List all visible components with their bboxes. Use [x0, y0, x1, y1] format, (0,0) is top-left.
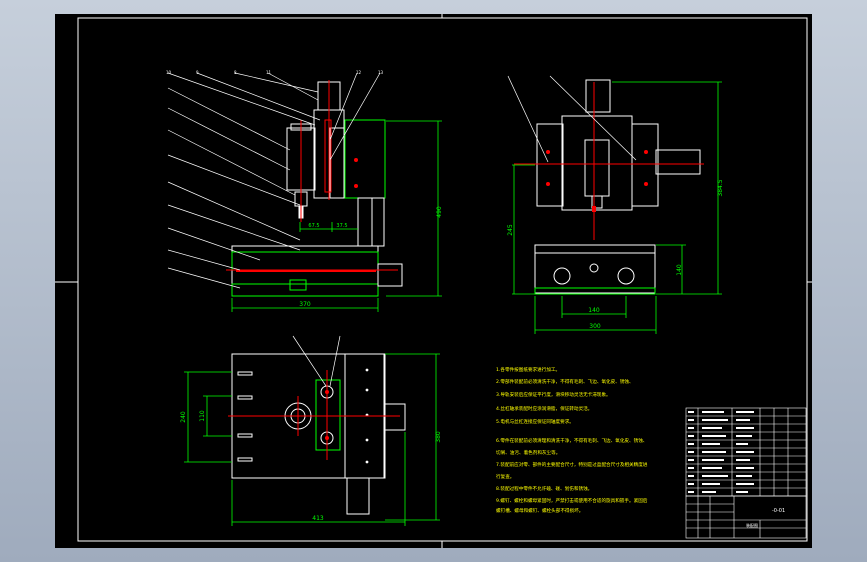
top-view-red-fills	[325, 390, 329, 440]
front-view-balloons: 10 9 8 11 12 13	[166, 70, 384, 75]
side-dim-inner-width: 140	[588, 307, 600, 314]
front-dim-height: 490	[436, 206, 443, 218]
technical-notes: 1.各零件按图纸要求进行加工。 2.零部件装配前必须清洗干净，不得有毛刺、飞边、…	[496, 366, 648, 514]
note-line-2: 2.零部件装配前必须清洗干净，不得有毛刺、飞边、氧化皮、锈蚀、	[496, 378, 634, 385]
svg-text:10: 10	[166, 70, 172, 75]
side-base-foot	[534, 287, 656, 295]
drawing-sheet	[55, 14, 812, 548]
title-block-drawing-number: -0-01	[772, 508, 785, 514]
title-block	[685, 495, 807, 539]
side-upright-right	[631, 123, 659, 207]
front-x-motor	[377, 263, 403, 287]
side-y-motor	[655, 149, 701, 175]
top-dim-left-height: 240	[180, 411, 187, 423]
top-carriage	[315, 379, 341, 451]
side-bearing-right	[617, 267, 635, 285]
svg-text:8: 8	[234, 70, 237, 75]
svg-text:9: 9	[196, 70, 199, 75]
top-slot-1	[237, 371, 253, 376]
parts-list-table	[685, 407, 807, 497]
top-dim-right-height: 380	[435, 431, 442, 443]
top-slot-3	[237, 433, 253, 438]
top-dim-width: 413	[312, 515, 324, 522]
side-bearing-left	[553, 267, 571, 285]
front-dim-width: 370	[299, 301, 311, 308]
side-view-leaders	[507, 75, 637, 163]
front-view-leaders	[167, 72, 381, 289]
note-line-3: 3.导轨安装后应保证平行度，滑块移动灵活无卡滞现象。	[496, 391, 611, 398]
side-dim-base-height: 140	[676, 264, 683, 276]
side-view-red-fills	[546, 150, 648, 212]
note-line-12: 螺钉槽、螺母和螺钉、螺栓头部不得损坏。	[496, 507, 583, 514]
note-line-8: 7.装配前应对零、部件的主要配合尺寸，特别是过盈配合尺寸及相关精度进	[496, 461, 648, 468]
note-line-7: 切屑、油污、着色剂和灰尘等。	[496, 449, 560, 456]
top-view-centerlines	[228, 370, 400, 460]
side-z-motor	[585, 79, 611, 113]
side-view	[534, 79, 701, 295]
note-line-9: 行复查。	[496, 473, 514, 480]
svg-text:12: 12	[356, 70, 362, 75]
top-view-dimensions	[184, 353, 440, 526]
top-view-leaders	[292, 335, 341, 387]
note-line-6: 6.零件在装配前必须清理和清洗干净，不得有毛刺、飞边、氧化皮、锈蚀、	[496, 437, 647, 444]
side-spindle-nose	[591, 195, 603, 209]
front-view	[231, 81, 403, 297]
top-slot-2	[237, 395, 253, 400]
top-view-bolt-holes	[365, 368, 369, 464]
note-line-11: 9.螺钉、螺栓和螺母紧固时，严禁打击或使用不合适的旋具和扳手。紧固后	[496, 497, 648, 504]
top-slot-4	[237, 457, 253, 462]
front-column-plate	[329, 127, 345, 199]
side-base	[534, 252, 656, 294]
front-dim-right-offset: 37.5	[336, 223, 347, 229]
top-x-motor	[384, 403, 406, 431]
note-line-1: 1.各零件按图纸要求进行加工。	[496, 366, 560, 373]
title-block-name: 装配图	[746, 522, 758, 528]
top-dim-inner-height: 110	[199, 410, 206, 422]
side-view-centerlines	[514, 82, 704, 240]
svg-text:13: 13	[378, 70, 384, 75]
front-view-red-fills	[236, 119, 376, 272]
side-center-boss	[589, 263, 599, 273]
svg-text:11: 11	[266, 70, 272, 75]
front-nut-block	[289, 279, 307, 291]
front-dim-left-offset: 67.5	[308, 223, 319, 229]
parts-list-entries	[688, 411, 754, 493]
side-dim-overall-width: 300	[589, 323, 601, 330]
side-view-dimensions	[512, 81, 722, 334]
side-dim-overall-height: 384.5	[717, 179, 724, 196]
note-line-10: 8.装配过程中零件不允许磕、碰、划伤和锈蚀。	[496, 485, 592, 492]
front-view-dimensions	[231, 120, 442, 312]
front-base-bottom	[231, 283, 379, 297]
top-y-motor	[346, 477, 370, 515]
side-dim-left-height: 245	[507, 224, 514, 236]
note-line-4: 4.丝杠轴承装配时应涂润滑脂，保证转动灵活。	[496, 405, 592, 412]
side-upright-left	[536, 123, 564, 207]
note-line-5: 5.电机与丝杠连接应保证同轴度要求。	[496, 418, 574, 425]
